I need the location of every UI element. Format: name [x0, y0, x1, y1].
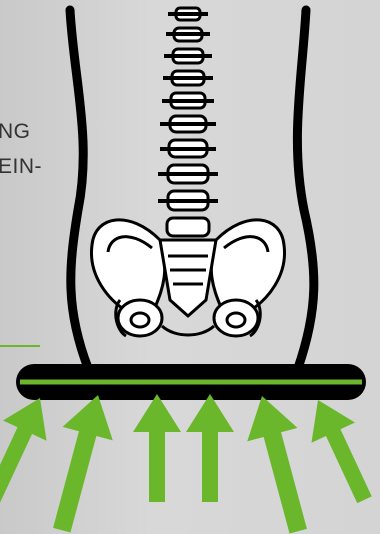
cushion-icon: [16, 364, 366, 400]
pressure-arrow-icon: [237, 389, 323, 534]
pressure-arrow-icon: [0, 388, 62, 517]
pressure-arrow-icon: [37, 388, 123, 534]
pressure-arrow-icon: [133, 394, 181, 502]
pressure-arrow-icon: [186, 394, 234, 502]
pressure-arrow-icon: [296, 390, 380, 510]
pressure-arrows: [0, 388, 380, 534]
spine-icon: [158, 8, 218, 236]
